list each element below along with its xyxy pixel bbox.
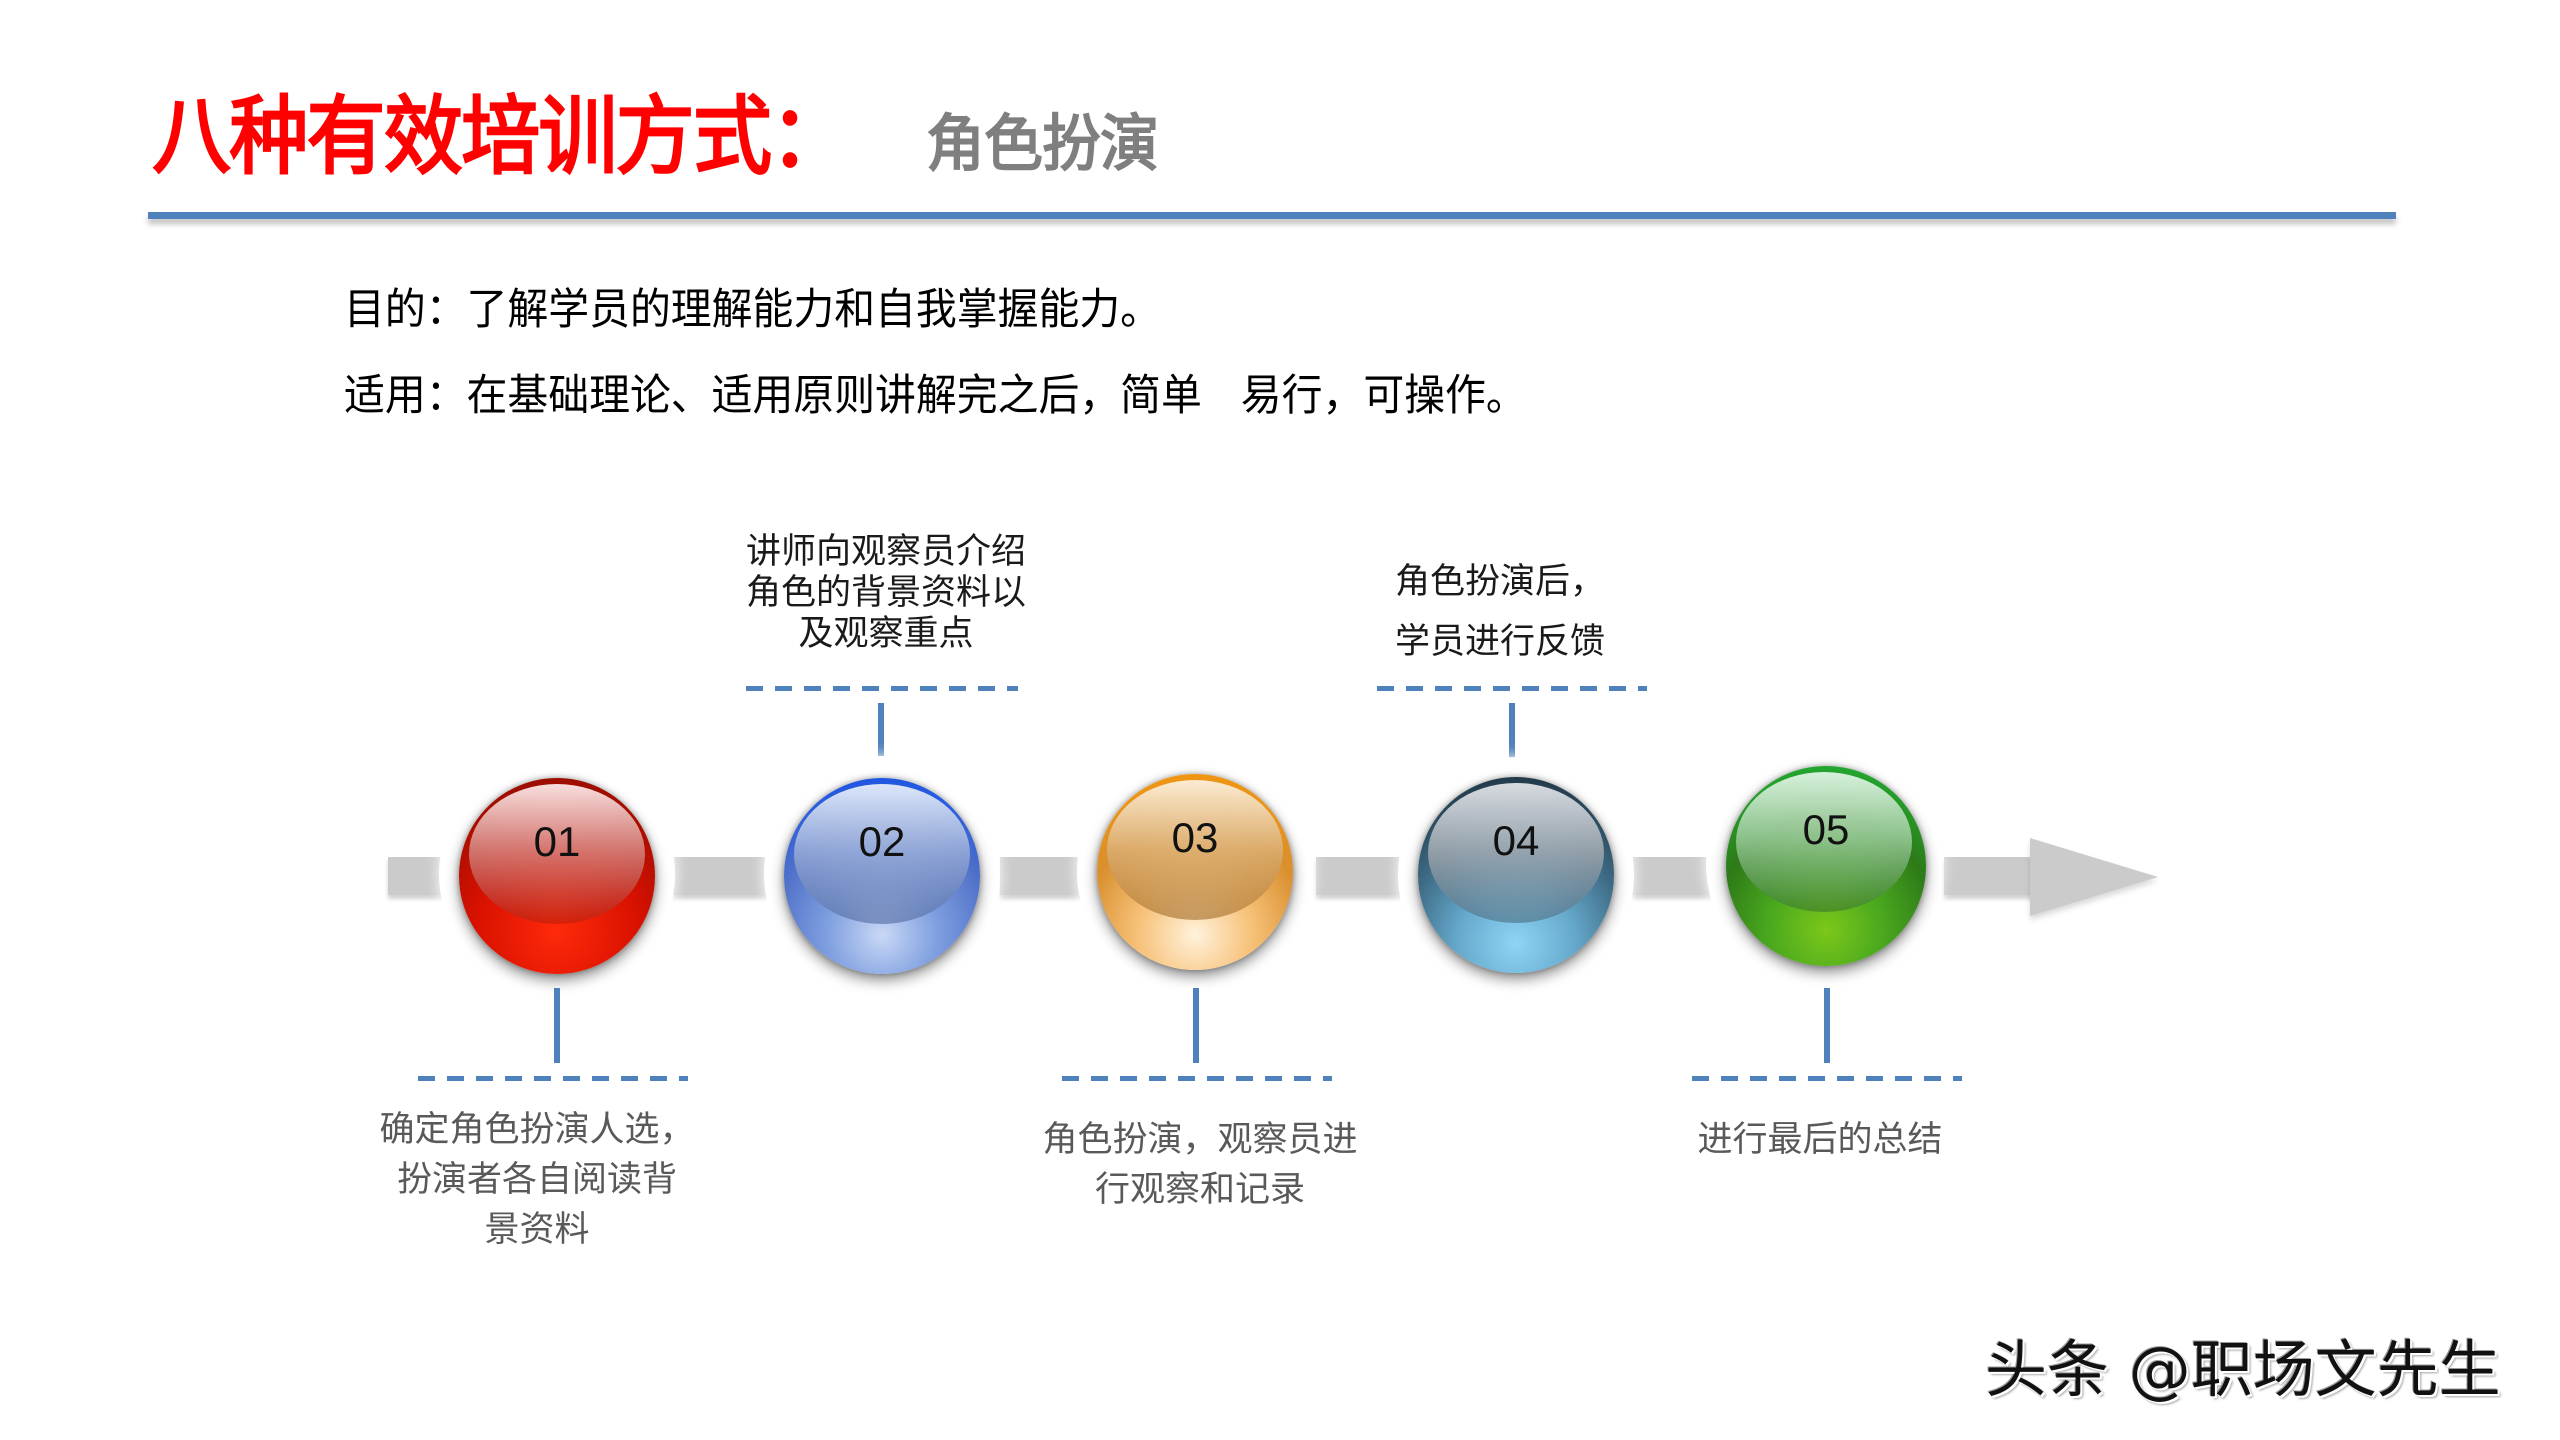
purpose-text: 目的：了解学员的理解能力和自我掌握能力。: [344, 285, 1161, 335]
step-sphere-02: 02: [784, 778, 980, 974]
dashed-divider: [1692, 1076, 1962, 1081]
timeline-bar-segment: [1944, 857, 2034, 895]
connector-line: [1193, 988, 1199, 1063]
timeline-bar-segment: [1632, 857, 1712, 895]
sphere-gloss: [1107, 780, 1283, 920]
dashed-divider: [418, 1076, 688, 1081]
timeline-bar-segment: [1000, 857, 1092, 895]
arrow-head-icon: [2030, 838, 2158, 916]
dashed-divider: [746, 686, 1018, 691]
dashed-divider: [1377, 686, 1647, 691]
step-sphere-01: 01: [459, 778, 655, 974]
step-label: 讲师向观察员介绍 角色的背景资料以 及观察重点: [745, 532, 1026, 654]
connector-line: [1824, 988, 1830, 1063]
page-title: 八种有效培训方式：: [152, 87, 849, 187]
watermark: 头条 @职场文先生: [1985, 1333, 2501, 1406]
title-divider: [148, 212, 2396, 219]
page-subtitle: 角色扮演: [926, 107, 1159, 180]
step-number: 04: [1492, 817, 1540, 864]
step-sphere-04: 04: [1418, 777, 1614, 973]
connector-line: [1509, 703, 1515, 765]
step-sphere-03: 03: [1097, 774, 1293, 970]
step-label: 进行最后的总结: [1697, 1120, 1943, 1160]
step-number: 03: [1171, 814, 1219, 861]
step-number: 05: [1802, 806, 1850, 853]
step-label: 角色扮演后， 学员进行反馈: [1395, 562, 1606, 662]
sphere-gloss: [1736, 772, 1912, 912]
dashed-divider: [1062, 1076, 1332, 1081]
timeline-bar-segment: [1316, 857, 1414, 895]
step-number: 02: [858, 818, 906, 865]
step-label: 角色扮演，观察员进 行观察和记录: [1042, 1120, 1358, 1210]
connector-line: [878, 703, 884, 765]
connector-line: [554, 988, 560, 1063]
step-label: 确定角色扮演人选， 扮演者各自阅读背 景资料: [379, 1110, 695, 1250]
sphere-gloss: [469, 784, 645, 924]
applicable-text: 适用：在基础理论、适用原则讲解完之后，简单 易行，可操作。: [344, 371, 1527, 421]
sphere-gloss: [794, 784, 970, 924]
step-sphere-05: 05: [1726, 766, 1926, 966]
step-number: 01: [533, 818, 581, 865]
sphere-gloss: [1428, 783, 1604, 923]
